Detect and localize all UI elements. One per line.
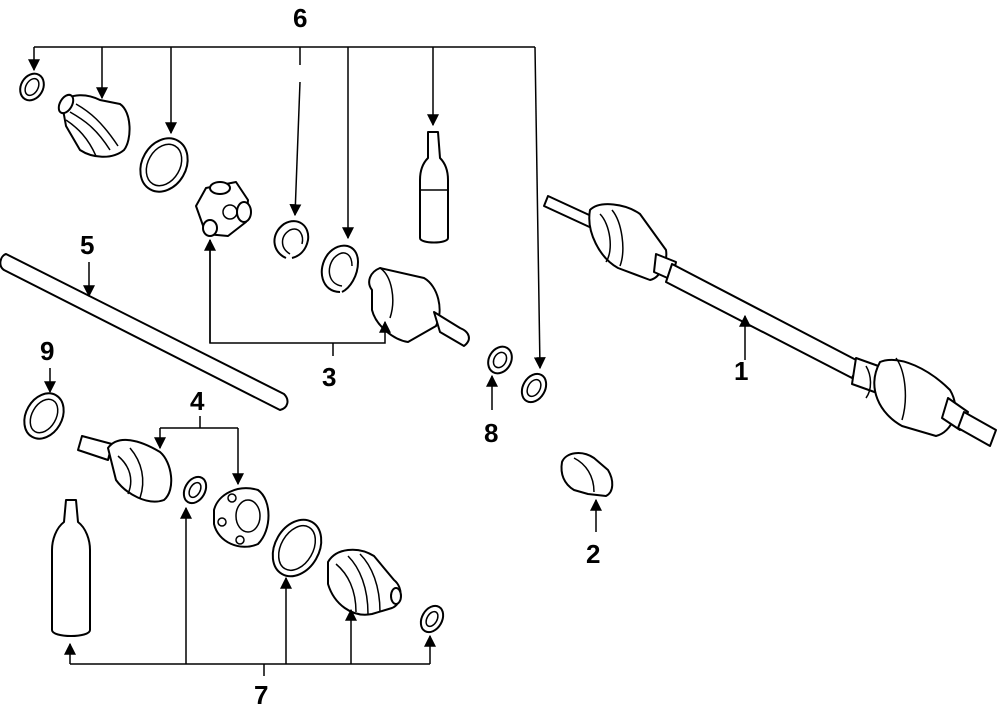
inner-boot-top xyxy=(57,93,131,158)
inner-race-cage xyxy=(213,487,270,548)
callout-4: 4 xyxy=(190,386,205,416)
callout-2: 2 xyxy=(586,539,600,569)
callout-7: 7 xyxy=(254,680,268,707)
callout-4-group: 4 xyxy=(154,386,244,486)
callout-8: 8 xyxy=(484,418,498,448)
callout-1: 1 xyxy=(734,356,748,386)
outer-cv-joint xyxy=(77,435,173,503)
callout-7-group: 7 xyxy=(64,506,436,707)
clip-ring-small-bottom xyxy=(419,604,445,634)
snap-ring-2 xyxy=(320,244,359,293)
ring-part-9: 9 xyxy=(23,336,65,440)
grease-tube-top xyxy=(419,131,449,244)
callout-6: 6 xyxy=(293,3,307,33)
callout-5: 5 xyxy=(80,230,94,260)
outer-housing-stub-shaft xyxy=(368,267,470,347)
tripod-joint xyxy=(195,181,252,237)
clip-ring-small-top xyxy=(19,72,45,102)
axle-shaft-assembly: 1 xyxy=(543,195,997,447)
snap-ring-1 xyxy=(273,220,310,259)
grease-tube-bottom xyxy=(51,499,91,637)
callout-6-group: 6 xyxy=(28,3,546,370)
callout-3: 3 xyxy=(322,362,336,392)
circlip-part-4 xyxy=(182,475,208,505)
ring-part-8: 8 xyxy=(484,345,513,448)
callout-9: 9 xyxy=(40,336,54,366)
callout-3-group: 3 xyxy=(204,238,391,392)
clip-ring-small-right xyxy=(520,372,548,404)
clamp-ring-large-bottom xyxy=(271,518,323,578)
intermediate-shaft: 5 xyxy=(0,230,289,411)
outer-boot-bottom xyxy=(327,548,402,616)
clamp-ring-large-top xyxy=(139,137,189,193)
dust-plug: 2 xyxy=(560,452,614,569)
